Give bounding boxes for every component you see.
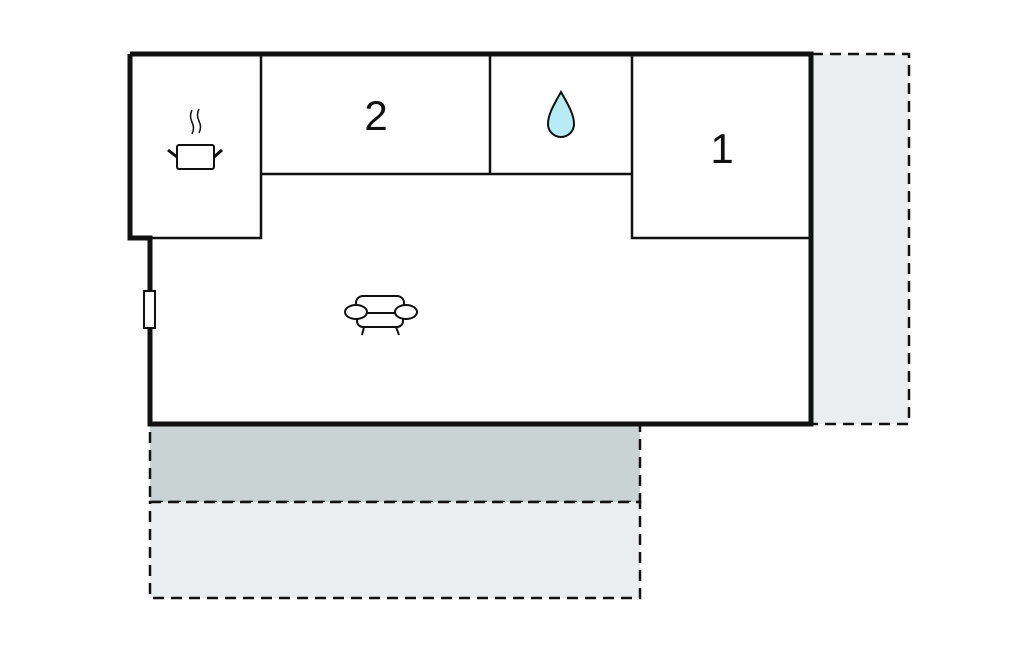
terrace-right xyxy=(810,52,911,426)
window xyxy=(143,290,156,329)
cooking-pot-icon xyxy=(167,108,223,170)
water-drop-icon xyxy=(546,89,576,138)
terrace-bottom xyxy=(148,500,642,600)
sofa-icon xyxy=(344,295,418,336)
room-label-2: 2 xyxy=(364,92,387,139)
room-label-1: 1 xyxy=(710,125,733,172)
terrace-bottom-covered xyxy=(148,423,642,504)
interior-walls xyxy=(130,54,811,240)
exterior-wall xyxy=(127,51,814,427)
